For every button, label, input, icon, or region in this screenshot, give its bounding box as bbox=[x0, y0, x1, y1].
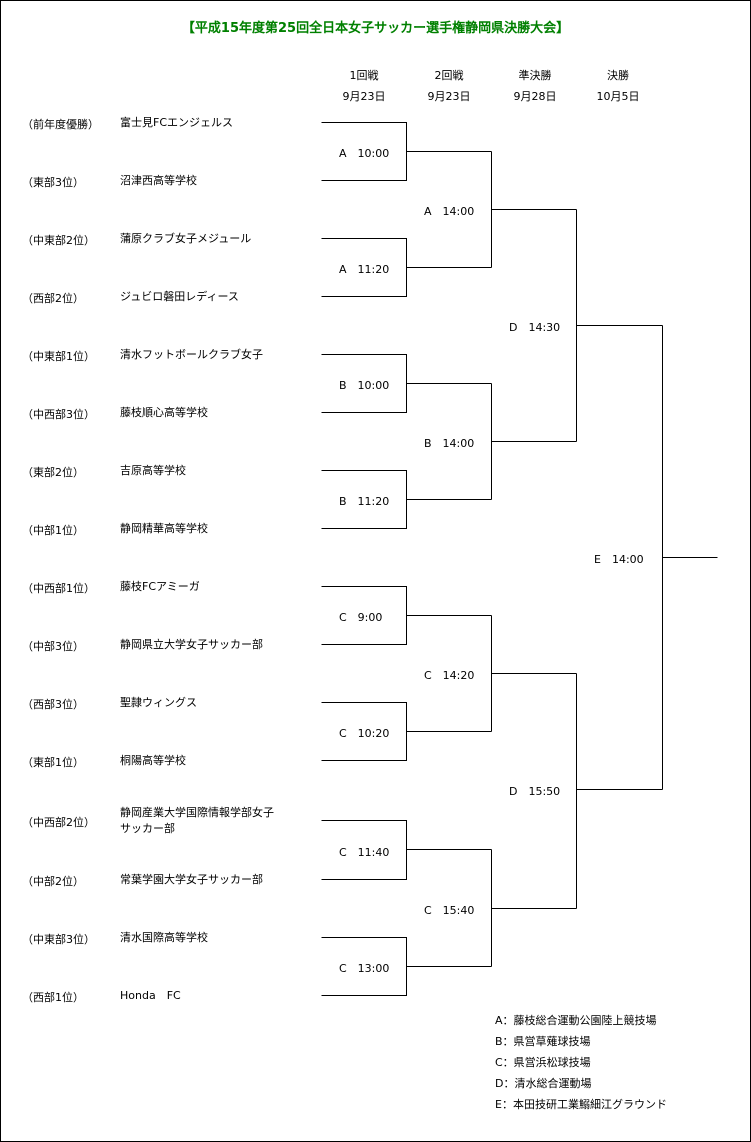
legend-item: B：県営草薙球技場 bbox=[495, 1035, 591, 1048]
match-label: A 11:20 bbox=[339, 263, 390, 276]
team-name: 吉原高等学校 bbox=[120, 464, 186, 477]
team-name: Honda FC bbox=[120, 989, 181, 1002]
team-seed: （東部3位） bbox=[22, 176, 84, 189]
team-seed: （東部2位） bbox=[22, 466, 84, 479]
team-name: 聖隷ウィングス bbox=[120, 696, 197, 709]
bracket-line bbox=[321, 470, 492, 529]
round-date: 9月23日 bbox=[427, 90, 471, 103]
team-name: 静岡産業大学国際情報学部女子 bbox=[120, 806, 274, 819]
legend-item: E：本田技研工業鰯細江グラウンド bbox=[495, 1098, 667, 1111]
team-seed: （前年度優勝） bbox=[22, 118, 99, 131]
team-name-line2: サッカー部 bbox=[120, 822, 175, 835]
round-date: 9月28日 bbox=[513, 90, 557, 103]
team-name: 蒲原クラブ女子メジュール bbox=[120, 232, 252, 245]
round-header-4: 決勝 10月5日 bbox=[583, 70, 653, 103]
team-seed: （東部1位） bbox=[22, 756, 84, 769]
round-name: 決勝 bbox=[607, 69, 629, 82]
team-name: 藤枝FCアミーガ bbox=[120, 580, 200, 593]
bracket-line bbox=[491, 615, 577, 732]
round-name: 準決勝 bbox=[518, 69, 552, 82]
legend-item: D：清水総合運動場 bbox=[495, 1077, 592, 1090]
match-label: B 14:00 bbox=[424, 437, 475, 450]
team-seed: （中西部3位） bbox=[22, 408, 95, 421]
match-label: C 9:00 bbox=[339, 611, 383, 624]
match-label: D 14:30 bbox=[509, 321, 561, 334]
bracket-line bbox=[662, 325, 718, 790]
team-seed: （西部3位） bbox=[22, 698, 84, 711]
match-label: A 14:00 bbox=[424, 205, 475, 218]
team-name: ジュビロ磐田レディース bbox=[120, 290, 239, 303]
round-header-2: 2回戦 9月23日 bbox=[414, 70, 484, 103]
round-name: 1回戦 bbox=[349, 69, 379, 82]
legend-item: C：県営浜松球技場 bbox=[495, 1056, 591, 1069]
bracket-line bbox=[321, 586, 492, 645]
match-label: C 13:00 bbox=[339, 962, 390, 975]
bracket-line bbox=[576, 209, 663, 442]
bracket-line bbox=[321, 937, 492, 996]
page-title: 【平成15年度第25回全日本女子サッカー選手権静岡県決勝大会】 bbox=[181, 21, 570, 36]
team-name: 沼津西高等学校 bbox=[120, 174, 197, 187]
team-seed: （中西部1位） bbox=[22, 582, 95, 595]
team-name: 藤枝順心高等学校 bbox=[120, 406, 208, 419]
team-seed: （西部2位） bbox=[22, 292, 84, 305]
team-name: 桐陽高等学校 bbox=[120, 754, 186, 767]
team-name: 富士見FCエンジェルス bbox=[120, 116, 234, 129]
team-name: 常葉学園大学女子サッカー部 bbox=[120, 873, 263, 886]
team-seed: （中部3位） bbox=[22, 640, 84, 653]
bracket-line bbox=[321, 702, 492, 761]
bracket-line bbox=[321, 820, 492, 880]
match-label: C 11:40 bbox=[339, 846, 390, 859]
match-label: D 15:50 bbox=[509, 785, 561, 798]
match-label: C 14:20 bbox=[424, 669, 475, 682]
team-seed: （中部1位） bbox=[22, 524, 84, 537]
round-date: 9月23日 bbox=[342, 90, 386, 103]
match-label: B 11:20 bbox=[339, 495, 390, 508]
match-label: C 15:40 bbox=[424, 904, 475, 917]
match-label: C 10:20 bbox=[339, 727, 390, 740]
match-label: B 10:00 bbox=[339, 379, 390, 392]
bracket-line bbox=[321, 238, 492, 297]
round-header-1: 1回戦 9月23日 bbox=[329, 70, 399, 103]
bracket-line bbox=[491, 383, 577, 500]
team-seed: （中東部3位） bbox=[22, 933, 95, 946]
venue-legend: A：藤枝総合運動公園陸上競技場 B：県営草薙球技場 C：県営浜松球技場 D：清水… bbox=[495, 1014, 667, 1119]
team-name: 静岡精華高等学校 bbox=[120, 522, 208, 535]
bracket-line bbox=[321, 122, 492, 181]
team-seed: （中東部1位） bbox=[22, 350, 95, 363]
team-name: 静岡県立大学女子サッカー部 bbox=[120, 638, 263, 651]
bracket-line bbox=[321, 354, 492, 413]
round-header-3: 準決勝 9月28日 bbox=[500, 70, 570, 103]
match-label: A 10:00 bbox=[339, 147, 390, 160]
bracket-line bbox=[491, 849, 577, 967]
round-date: 10月5日 bbox=[596, 90, 640, 103]
team-seed: （西部1位） bbox=[22, 991, 84, 1004]
team-seed: （中東部2位） bbox=[22, 234, 95, 247]
round-name: 2回戦 bbox=[434, 69, 464, 82]
team-seed: （中西部2位） bbox=[22, 816, 95, 829]
bracket-line bbox=[491, 151, 577, 268]
legend-item: A：藤枝総合運動公園陸上競技場 bbox=[495, 1014, 657, 1027]
match-label: E 14:00 bbox=[594, 553, 644, 566]
team-name: 清水国際高等学校 bbox=[120, 931, 208, 944]
bracket-line bbox=[576, 673, 663, 909]
team-seed: （中部2位） bbox=[22, 875, 84, 888]
team-name: 清水フットボールクラブ女子 bbox=[120, 348, 263, 361]
